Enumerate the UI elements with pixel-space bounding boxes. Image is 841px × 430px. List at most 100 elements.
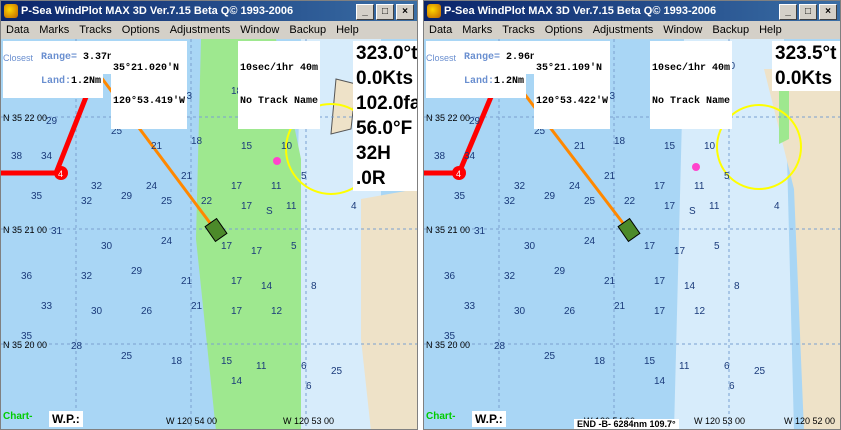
depth-sounding: 12 (271, 306, 283, 317)
menu-backup[interactable]: Backup (289, 24, 327, 36)
track-name: No Track Name (652, 96, 731, 107)
maximize-button[interactable]: □ (799, 4, 817, 20)
depth-sounding: 8 (311, 281, 317, 292)
depth-sounding: 11 (256, 361, 267, 372)
depth-sounding: 29 (46, 116, 58, 127)
window-title: P-Sea WindPlot MAX 3D Ver.7.15 Beta Q© 1… (21, 5, 294, 17)
depth-sounding: 18 (171, 356, 183, 367)
depth-sounding: 38 (434, 151, 446, 162)
menu-data[interactable]: Data (6, 24, 30, 36)
land-display: Land:1.2Nm (3, 65, 104, 98)
depth-sounding: 29 (469, 116, 481, 127)
menu-options[interactable]: Options (544, 24, 583, 36)
waypoint-box[interactable]: W.P.: (472, 411, 506, 427)
menu-window[interactable]: Window (663, 24, 703, 36)
depth-sounding: 6 (301, 361, 307, 372)
depth-sounding: 24 (569, 181, 581, 192)
log-interval: 10sec/1hr 40m (240, 63, 319, 74)
depth-sounding: 24 (161, 236, 173, 247)
depth-sounding: 11 (286, 201, 297, 212)
minimize-button[interactable]: _ (779, 4, 797, 20)
menu-tracks[interactable]: Tracks (79, 24, 112, 36)
instrument-panel: 323.0°t 0.0Kts 102.0fa 56.0°F 32H .0R (353, 41, 417, 191)
depth-sounding: 28 (71, 341, 83, 352)
maximize-button[interactable]: □ (376, 4, 394, 20)
position-display: 35°21.020'N 120°53.419'W (111, 41, 188, 129)
wind-readout: 32H (356, 143, 391, 164)
depth-sounding: 33 (464, 301, 476, 312)
depth-sounding: 8 (734, 281, 740, 292)
position-display: 35°21.109'N 120°53.422'W (534, 41, 611, 129)
depth-sounding: 32 (504, 196, 516, 207)
depth-sounding: 6 (724, 361, 730, 372)
depth-sounding: 5 (724, 171, 730, 182)
depth-sounding: 17 (654, 276, 666, 287)
close-button[interactable]: × (819, 4, 837, 20)
left-window: P-Sea WindPlot MAX 3D Ver.7.15 Beta Q© 1… (0, 0, 418, 430)
depth-sounding: 17 (241, 201, 253, 212)
menu-backup[interactable]: Backup (712, 24, 750, 36)
depth-sounding: 6 (306, 381, 312, 392)
depth-sounding: 14 (654, 376, 666, 387)
depth-sounding: 15 (664, 141, 676, 152)
svg-text:4: 4 (58, 169, 63, 179)
depth-sounding: 11 (271, 181, 282, 192)
range-label: Range= (41, 52, 78, 63)
waypoint-box[interactable]: W.P.: (49, 411, 83, 427)
track-display: 10sec/1hr 40m No Track Name (650, 41, 733, 129)
menu-data[interactable]: Data (429, 24, 453, 36)
depth-sounding: 17 (231, 276, 243, 287)
land-display: Land:1.2Nm (426, 65, 527, 98)
close-button[interactable]: × (396, 4, 414, 20)
depth-sounding: 17 (231, 181, 243, 192)
menu-adjustments[interactable]: Adjustments (169, 24, 231, 36)
depth-sounding: 5 (301, 171, 307, 182)
depth-sounding: 11 (679, 361, 690, 372)
menu-tracks[interactable]: Tracks (502, 24, 535, 36)
depth-sounding: 32 (514, 181, 526, 192)
route-status: END -B- 6284nm 109.7° (574, 419, 679, 429)
right-chart-graphics: 4 27312623181711302925211815103834322421… (424, 39, 840, 429)
latitude: 35°21.020'N (113, 63, 180, 74)
menu-options[interactable]: Options (121, 24, 160, 36)
menu-marks[interactable]: Marks (462, 24, 493, 36)
window-controls: _ □ × (779, 4, 837, 20)
depth-sounding: 18 (231, 86, 243, 97)
depth-sounding: 21 (151, 141, 163, 152)
menu-marks[interactable]: Marks (39, 24, 70, 36)
right-chart-map[interactable]: 4 27312623181711302925211815103834322421… (424, 39, 840, 429)
left-titlebar[interactable]: P-Sea WindPlot MAX 3D Ver.7.15 Beta Q© 1… (1, 1, 417, 21)
depth-readout: 102.0fa (356, 93, 417, 114)
depth-sounding: 38 (11, 151, 23, 162)
lat-label-3: N 35 20 00 (426, 340, 471, 350)
depth-sounding: 35 (21, 331, 33, 342)
depth-sounding: S (689, 206, 696, 217)
depth-sounding: 18 (191, 136, 203, 147)
depth-sounding: 5 (291, 241, 297, 252)
depth-sounding: 17 (251, 246, 263, 257)
depth-sounding: 17 (674, 246, 686, 257)
depth-sounding: 15 (241, 141, 253, 152)
minimize-button[interactable]: _ (356, 4, 374, 20)
menu-help[interactable]: Help (336, 24, 359, 36)
left-chart-map[interactable]: 4 27312623181711302925211815103834322421… (1, 39, 417, 429)
right-titlebar[interactable]: P-Sea WindPlot MAX 3D Ver.7.15 Beta Q© 1… (424, 1, 840, 21)
latitude: 35°21.109'N (536, 63, 603, 74)
depth-sounding: 29 (131, 266, 143, 277)
closest-label: Closest (426, 53, 457, 63)
menu-window[interactable]: Window (240, 24, 280, 36)
depth-sounding: 17 (644, 241, 656, 252)
depth-sounding: 21 (604, 276, 616, 287)
menu-adjustments[interactable]: Adjustments (592, 24, 654, 36)
depth-sounding: 5 (714, 241, 720, 252)
right-window: P-Sea WindPlot MAX 3D Ver.7.15 Beta Q© 1… (423, 0, 841, 430)
depth-sounding: 14 (261, 281, 273, 292)
depth-sounding: 32 (81, 196, 93, 207)
depth-sounding: 30 (91, 306, 103, 317)
depth-sounding: 25 (331, 366, 343, 377)
app-icon (427, 4, 441, 18)
menu-help[interactable]: Help (759, 24, 782, 36)
depth-sounding: S (266, 206, 273, 217)
depth-sounding: 29 (544, 191, 556, 202)
depth-sounding: 21 (181, 171, 193, 182)
